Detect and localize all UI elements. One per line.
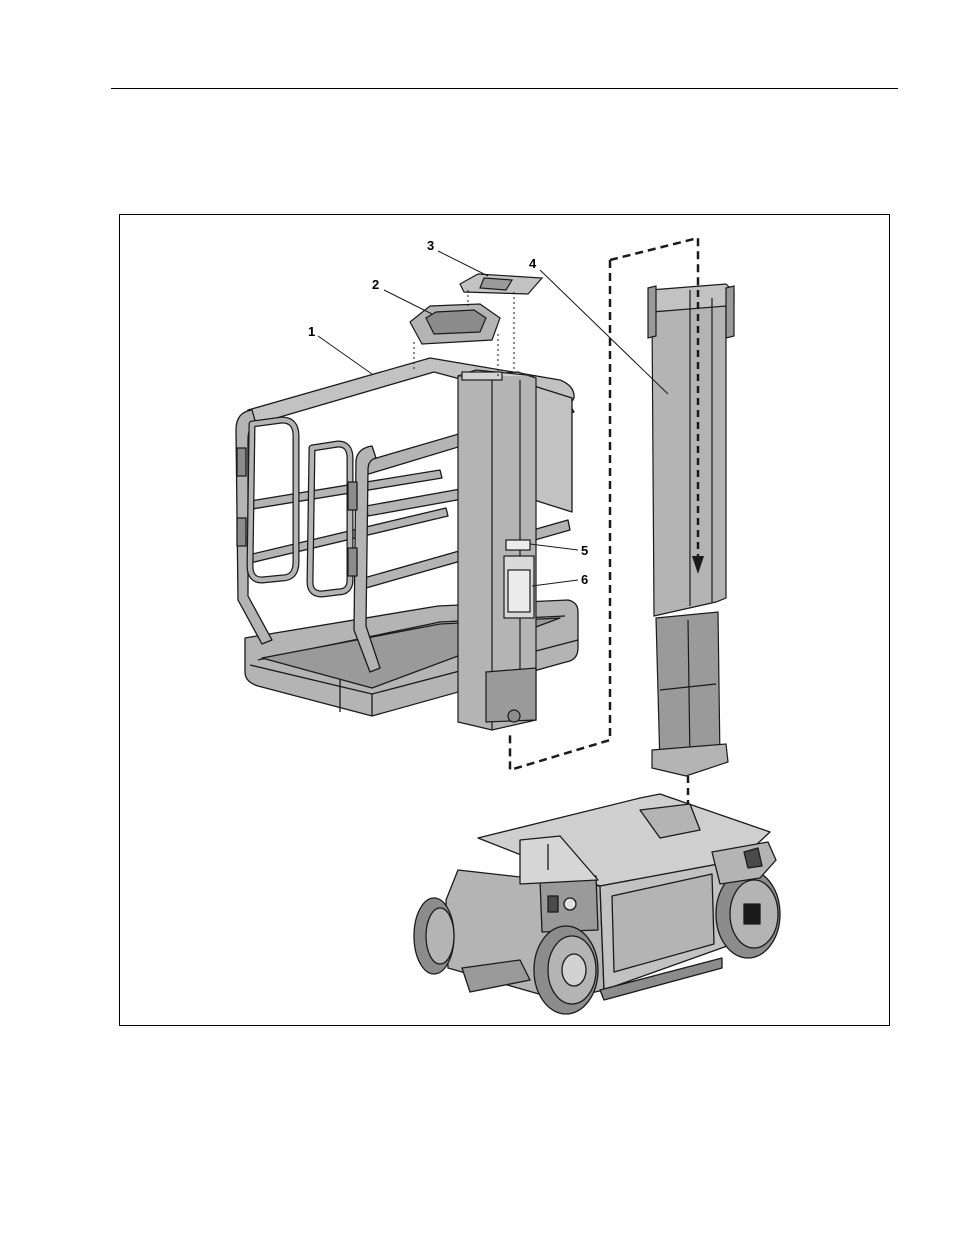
callout-1: 1 <box>308 324 315 339</box>
mast-assembly <box>648 284 734 776</box>
base-chassis <box>414 794 780 1014</box>
callout-4: 4 <box>529 256 537 271</box>
callout-5: 5 <box>581 543 588 558</box>
cover-plate <box>460 274 542 294</box>
callout-6: 6 <box>581 572 588 587</box>
platform-mast <box>458 370 536 730</box>
callout-3: 3 <box>427 238 434 253</box>
callout-2: 2 <box>372 277 379 292</box>
